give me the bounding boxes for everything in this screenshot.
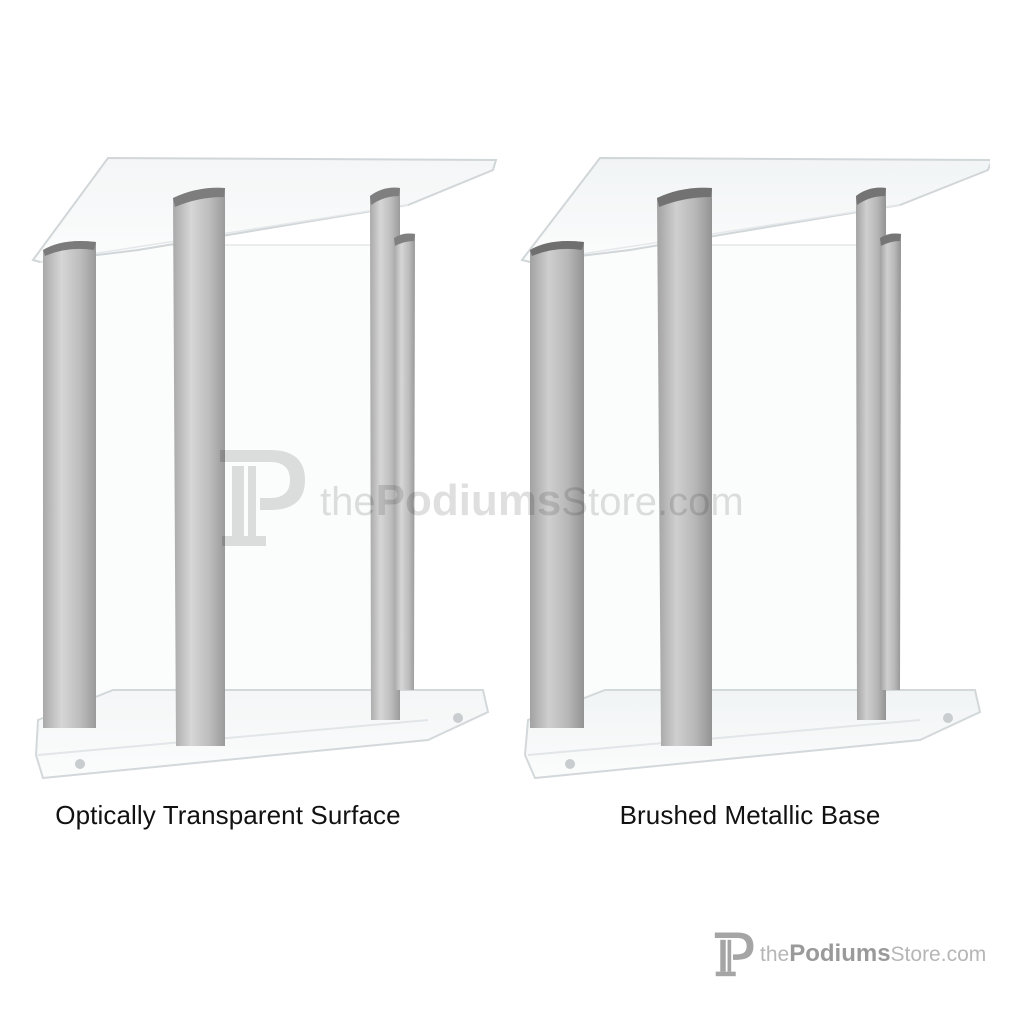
podium-left-image xyxy=(28,150,498,790)
caption-optically-transparent-surface: Optically Transparent Surface xyxy=(55,800,401,830)
brand-logo: thePodiumsStore.com xyxy=(710,928,1010,978)
brand-name: thePodiumsStore.com xyxy=(760,940,987,967)
podium-right-image xyxy=(520,150,990,790)
caption-brushed-metallic-base: Brushed Metallic Base xyxy=(619,800,881,830)
pillar-p-logo-icon xyxy=(714,932,754,977)
